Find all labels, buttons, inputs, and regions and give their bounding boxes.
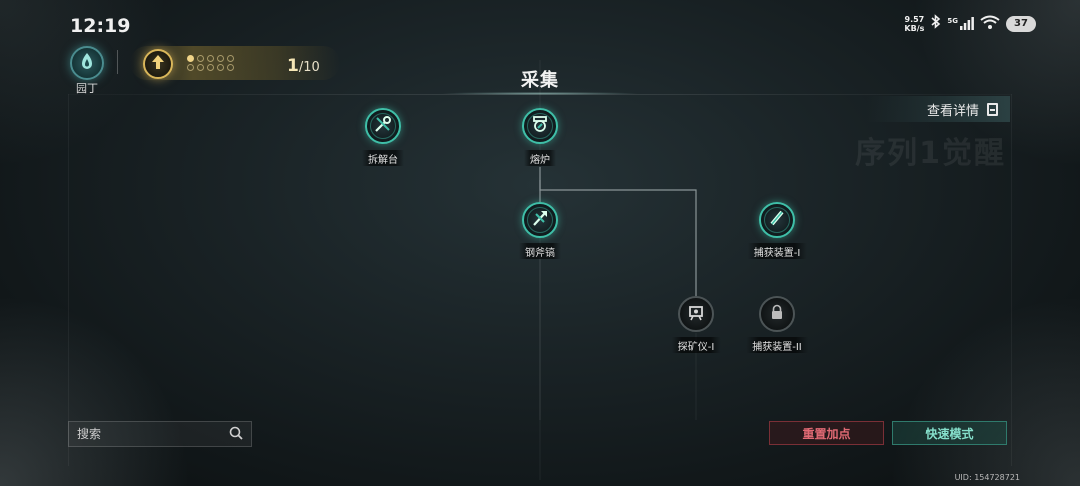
level-dot	[207, 64, 214, 71]
watermark-text: 序列1觉醒	[855, 136, 1006, 171]
node-buhuo2[interactable]	[759, 296, 795, 332]
capture-device-icon	[767, 208, 787, 232]
frame-left-line	[68, 94, 69, 466]
level-dot	[197, 55, 204, 62]
battery-indicator: 37	[1006, 15, 1036, 32]
wrench-gear-icon	[373, 114, 393, 138]
title-glow	[440, 92, 640, 95]
search-box[interactable]	[68, 421, 252, 447]
lock-icon	[770, 304, 784, 324]
search-input[interactable]	[77, 427, 229, 441]
arrow-up-icon	[151, 54, 165, 74]
network-speed-unit: KB/s	[904, 23, 925, 33]
level-dot	[227, 55, 234, 62]
network-type: 5G	[947, 17, 958, 25]
level-dot	[187, 55, 194, 62]
node-buhuo1[interactable]	[759, 202, 795, 238]
details-label: 查看详情	[926, 103, 979, 119]
class-badge[interactable]	[70, 46, 104, 80]
node-gangfugao[interactable]	[522, 202, 558, 238]
level-dot	[187, 64, 194, 71]
search-icon[interactable]	[229, 426, 243, 443]
quick-mode-button[interactable]: 快速模式	[892, 421, 1007, 445]
reset-points-button[interactable]: 重置加点	[769, 421, 884, 445]
status-bar-right: 9.57 KB/s 5G 37	[904, 14, 1036, 33]
axe-pick-icon	[530, 208, 550, 232]
level-dot	[217, 55, 224, 62]
flame-drop-icon	[79, 52, 95, 74]
node-buhuo1-label: 捕获装置-I	[747, 243, 807, 259]
bluetooth-icon	[930, 14, 941, 33]
level-dot	[217, 64, 224, 71]
class-label: 园丁	[76, 82, 98, 95]
node-tankuangyi1[interactable]	[678, 296, 714, 332]
node-buhuo2-label: 捕获装置-II	[746, 337, 808, 353]
level-count: 1/10	[287, 56, 320, 76]
class-separator	[117, 50, 118, 74]
scanner-icon	[686, 302, 706, 326]
view-details-button[interactable]: 查看详情	[866, 96, 1010, 122]
level-total: /10	[298, 60, 320, 75]
level-dot	[227, 64, 234, 71]
node-chaijietai[interactable]	[365, 108, 401, 144]
level-dot	[207, 55, 214, 62]
uid-label: UID: 154728721	[954, 473, 1020, 482]
node-ronglu-label: 熔炉	[524, 150, 556, 166]
node-chaijietai-label: 拆解台	[362, 150, 404, 166]
status-time: 12:19	[70, 15, 131, 37]
signal-icon: 5G	[947, 17, 974, 30]
furnace-icon	[530, 114, 550, 138]
node-tankuangyi1-label: 探矿仪-I	[671, 337, 721, 353]
page-title: 采集	[521, 70, 559, 91]
node-gangfugao-label: 钢斧镐	[519, 243, 561, 259]
frame-right-line	[1011, 94, 1012, 466]
network-speed: 9.57 KB/s	[904, 15, 924, 33]
document-icon	[987, 102, 998, 116]
level-up-button[interactable]	[143, 49, 173, 79]
node-ronglu[interactable]	[522, 108, 558, 144]
level-current: 1	[287, 56, 299, 76]
network-speed-value: 9.57	[904, 14, 925, 24]
wifi-icon	[980, 15, 1000, 33]
level-dots	[187, 55, 235, 71]
level-dot	[197, 64, 204, 71]
